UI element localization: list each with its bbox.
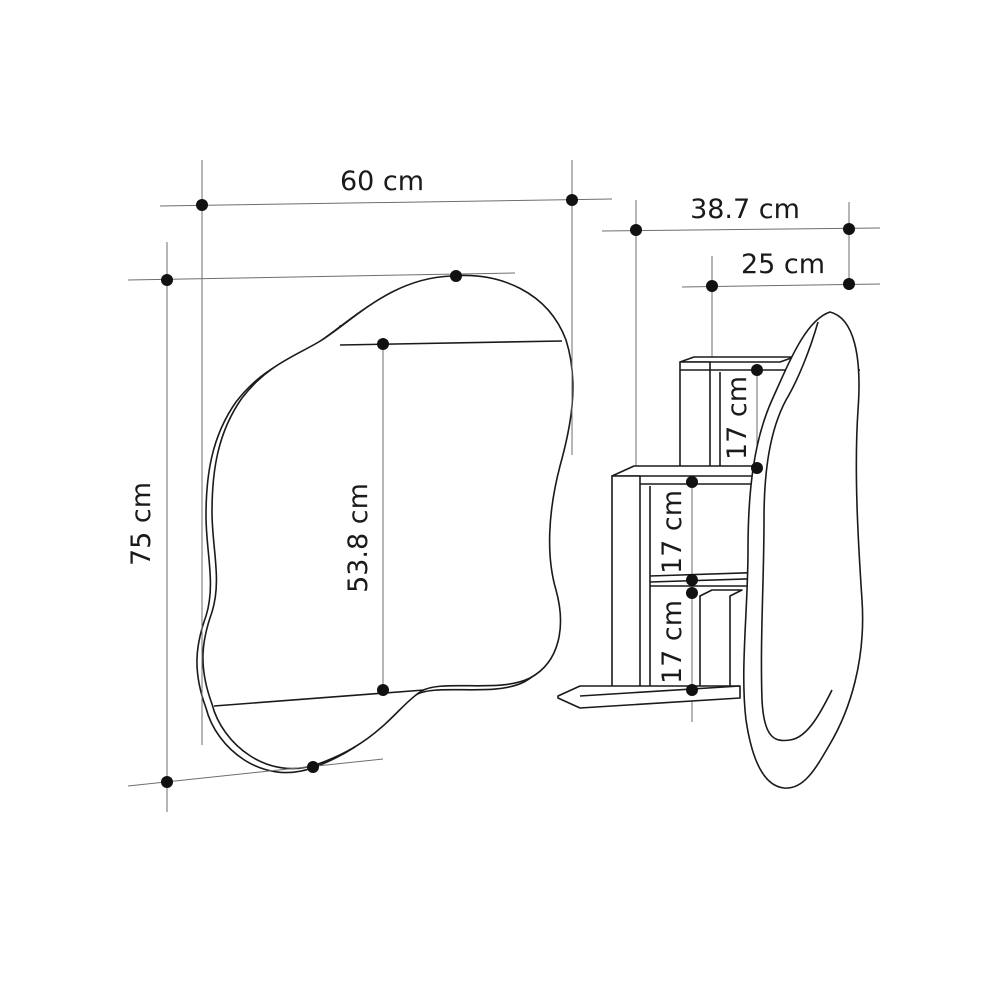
total-depth-dimension-line [601, 227, 881, 232]
width-label: 60 cm [340, 166, 424, 197]
mirror-outline [202, 274, 574, 770]
mirror-bottom-marker [307, 761, 319, 773]
inner-height-marker-top [377, 338, 389, 350]
shelf3-marker-top [686, 587, 698, 599]
total-depth-marker-left [630, 224, 642, 236]
height-marker-bottom [161, 776, 173, 788]
front-view: 60 cm 75 cm 53.8 cm [126, 160, 613, 812]
inner-bottom-chord [213, 689, 425, 707]
top-shelf-side [679, 361, 711, 471]
width-marker-right [566, 194, 578, 206]
lower-shelf-divider [699, 589, 743, 691]
shelf3-marker-bottom [686, 684, 698, 696]
total-depth-marker-right [843, 223, 855, 235]
middle-shelf-side [611, 475, 641, 697]
bottom-ledge [557, 685, 741, 709]
width-dimension-line [159, 198, 613, 207]
mirror-top-marker [450, 270, 462, 282]
inner-height-marker-bottom [377, 684, 389, 696]
shelf1-marker-bottom [751, 462, 763, 474]
shelf-depth-label: 25 cm [741, 249, 825, 280]
height-label: 75 cm [126, 482, 157, 566]
shelf-depth-marker-left [706, 280, 718, 292]
bottom-ledge-edge [579, 685, 741, 697]
width-marker-left [196, 199, 208, 211]
total-depth-label: 38.7 cm [690, 194, 800, 225]
mirror-side-inner [760, 321, 833, 742]
inner-height-label: 53.8 cm [343, 483, 374, 593]
shelf2-marker-bottom [686, 574, 698, 586]
shelf2-height-label: 17 cm [657, 490, 688, 574]
shelf1-marker-top [751, 364, 763, 376]
height-marker-top [161, 274, 173, 286]
shelf2-marker-top [686, 476, 698, 488]
shelf-depth-marker-right [843, 278, 855, 290]
mirror-side-profile [742, 311, 864, 789]
side-view: 38.7 cm 25 cm 17 cm 17 cm 17 cm [557, 194, 881, 789]
shelf1-height-label: 17 cm [722, 376, 753, 460]
inner-top-chord [339, 340, 563, 346]
shelf3-height-label: 17 cm [657, 600, 688, 684]
